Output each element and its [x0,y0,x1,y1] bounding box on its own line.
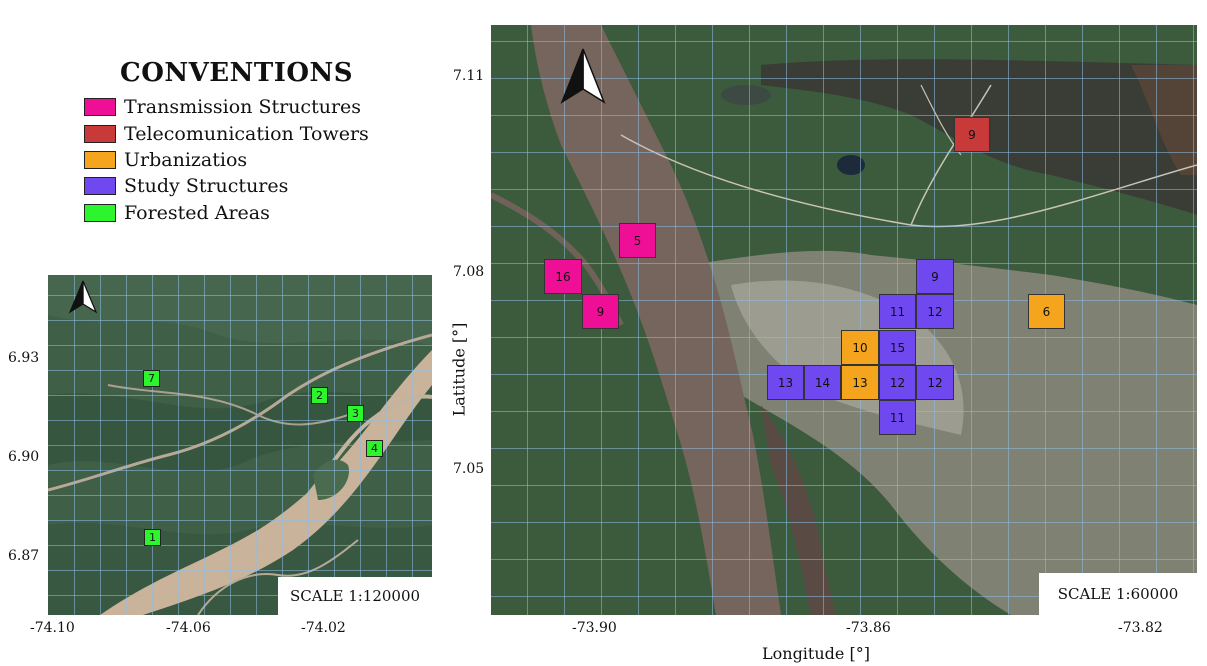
urbanization-cell[interactable]: 10 [841,330,879,365]
scale-label: SCALE 1:120000 [278,577,432,615]
latitude-axis-title: Latitude [°] [449,322,469,417]
lat-tick: 7.08 [453,264,485,280]
study-structure-cell[interactable]: 14 [804,365,841,400]
study-structure-cell[interactable]: 9 [916,259,954,294]
north-arrow-icon [68,280,98,314]
lon-tick: -73.82 [1118,620,1163,636]
legend-item-urban: Urbanizatios [84,149,247,171]
lon-tick: -73.90 [572,620,617,636]
study-structure-cell[interactable]: 12 [916,365,954,400]
lat-tick: 7.05 [453,461,485,477]
transmission-structure-cell[interactable]: 9 [582,294,619,329]
legend-label: Urbanizatios [124,149,248,171]
lon-tick: -74.10 [30,620,75,636]
legend-item-transmission: Transmission Structures [84,96,361,118]
legend-title: CONVENTIONS [120,58,354,88]
legend-label: Transmission Structures [124,96,362,118]
study-structure-cell[interactable]: 12 [879,365,916,400]
forest-marker[interactable]: 4 [366,440,383,457]
lon-tick: -74.06 [166,620,211,636]
lon-tick: -73.86 [846,620,891,636]
north-arrow-icon [560,48,606,104]
legend-item-study: Study Structures [84,175,288,197]
lat-tick: 6.87 [8,548,40,564]
forest-marker[interactable]: 2 [311,387,328,404]
urbanization-cell[interactable]: 13 [841,365,879,400]
lat-tick: 7.11 [453,68,485,84]
longitude-axis-title: Longitude [°] [762,644,870,663]
forest-marker[interactable]: 3 [347,405,364,422]
forest-marker[interactable]: 1 [144,529,161,546]
legend-label: Study Structures [124,175,289,197]
lat-tick: 6.90 [8,449,40,465]
forest-marker[interactable]: 7 [143,370,160,387]
telecom-tower-cell[interactable]: 9 [954,117,990,152]
lat-tick: 6.93 [8,350,40,366]
legend-label: Telecomunication Towers [124,123,369,145]
legend-item-forest: Forested Areas [84,202,270,224]
transmission-structure-cell[interactable]: 16 [544,259,582,294]
study-structure-cell[interactable]: 15 [879,330,916,365]
left-map[interactable]: 7 2 3 4 1 SCALE 1:120000 [48,275,432,615]
legend-swatch [84,204,116,222]
study-structure-cell[interactable]: 12 [916,294,954,329]
transmission-structure-cell[interactable]: 5 [619,223,656,258]
legend-label: Forested Areas [124,202,270,224]
legend-swatch [84,177,116,195]
legend-swatch [84,98,116,116]
right-map[interactable]: 9 5 16 9 9 11 12 6 10 15 13 14 13 12 12 … [491,25,1197,615]
urbanization-cell[interactable]: 6 [1028,294,1065,329]
legend-swatch [84,125,116,143]
study-structure-cell[interactable]: 11 [879,400,916,435]
legend-item-telecom: Telecomunication Towers [84,123,369,145]
study-structure-cell[interactable]: 13 [767,365,804,400]
scale-label: SCALE 1:60000 [1039,573,1197,615]
study-structure-cell[interactable]: 11 [879,294,916,329]
lon-tick: -74.02 [301,620,346,636]
legend-swatch [84,151,116,169]
